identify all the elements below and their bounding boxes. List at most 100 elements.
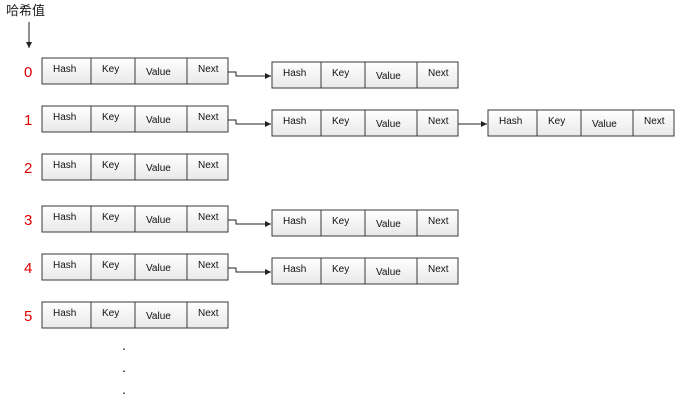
chained-node: Hash Key Value Next [271,61,459,89]
bucket-index-label: 5 [24,308,32,325]
hash-cell-label: Hash [53,260,76,271]
hash-cell-label: Hash [283,216,306,227]
value-cell-label: Value [376,119,401,130]
hash-value-title: 哈希值 [6,3,45,19]
key-cell-label: Key [332,264,349,275]
next-cell [416,209,459,237]
hash-cell-label: Hash [283,116,306,127]
key-cell [320,257,366,285]
value-cell [134,153,188,181]
hash-cell [271,109,322,137]
bucket-head-node: Hash Key Value Next [41,253,229,281]
hash-cell [487,109,538,137]
hash-cell-label: Hash [283,264,306,275]
value-cell-label: Value [592,119,617,130]
bucket-index-label: 2 [24,160,32,177]
bucket-row: 2 Hash Key Value Next [24,153,229,181]
hash-cell-label: Hash [283,68,306,79]
next-cell-label: Next [198,112,219,123]
bucket-head-node: Hash Key Value Next [41,205,229,233]
next-cell [416,61,459,89]
value-cell-label: Value [146,67,171,78]
value-cell [364,109,418,137]
next-cell [632,109,675,137]
next-cell [186,205,229,233]
key-cell-label: Key [102,160,119,171]
key-cell-label: Key [102,212,119,223]
next-cell [186,105,229,133]
key-cell-label: Key [332,116,349,127]
next-cell-label: Next [428,264,449,275]
key-cell-label: Key [102,260,119,271]
key-cell-label: Key [102,308,119,319]
hash-cell [41,253,92,281]
hash-cell-label: Hash [53,112,76,123]
next-pointer-arrow [228,71,271,79]
key-cell [320,109,366,137]
value-cell-label: Value [376,219,401,230]
value-cell-label: Value [146,311,171,322]
next-cell-label: Next [428,116,449,127]
bucket-index-label: 0 [24,64,32,81]
value-cell-label: Value [376,71,401,82]
key-cell-label: Key [548,116,565,127]
value-cell [134,105,188,133]
next-cell [186,57,229,85]
value-cell-label: Value [146,215,171,226]
next-cell [186,153,229,181]
key-cell-label: Key [102,64,119,75]
next-cell-label: Next [198,64,219,75]
value-cell-label: Value [146,263,171,274]
next-cell-label: Next [428,216,449,227]
next-pointer-arrow [228,267,271,275]
next-pointer-arrow [228,119,271,127]
next-cell-label: Next [198,260,219,271]
bucket-index-label: 3 [24,212,32,229]
key-cell-label: Key [332,68,349,79]
value-cell [134,253,188,281]
hash-cell-label: Hash [53,64,76,75]
next-cell-label: Next [428,68,449,79]
next-cell-label: Next [198,212,219,223]
value-cell [364,257,418,285]
hash-cell [41,105,92,133]
bucket-index-label: 1 [24,112,32,129]
next-cell [186,301,229,329]
key-cell-label: Key [332,216,349,227]
next-cell [186,253,229,281]
value-cell-label: Value [146,163,171,174]
key-cell-label: Key [102,112,119,123]
next-pointer-arrow [228,219,271,227]
key-cell [90,57,136,85]
hash-cell [41,153,92,181]
key-cell [90,153,136,181]
key-cell [90,205,136,233]
hash-cell-label: Hash [53,160,76,171]
next-cell-label: Next [644,116,665,127]
bucket-head-node: Hash Key Value Next [41,153,229,181]
chained-node: Hash Key Value Next [487,109,675,137]
ellipsis-dot-3: . [122,381,126,397]
key-cell [320,209,366,237]
next-cell [416,257,459,285]
next-cell-label: Next [198,160,219,171]
hash-cell-label: Hash [499,116,522,127]
ellipsis-dot-2: . [122,359,126,375]
value-cell [134,205,188,233]
chained-node: Hash Key Value Next [271,109,459,137]
next-cell-label: Next [198,308,219,319]
hash-cell [41,301,92,329]
value-cell-label: Value [376,267,401,278]
key-cell [90,105,136,133]
chained-node: Hash Key Value Next [271,209,459,237]
hash-cell-label: Hash [53,212,76,223]
chained-node: Hash Key Value Next [271,257,459,285]
